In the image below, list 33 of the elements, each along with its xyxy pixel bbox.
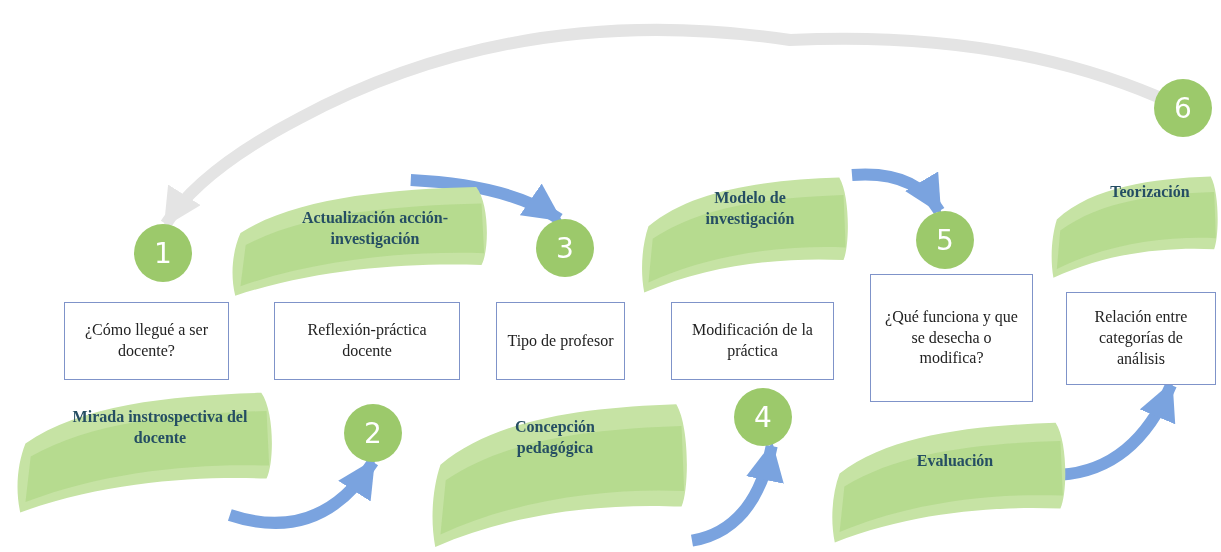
step-number-circle [1154, 79, 1212, 137]
step-number: 2 [364, 416, 382, 450]
banner-title: Teorización [1109, 182, 1191, 202]
box-text: Modificación de la práctica [691, 320, 814, 362]
box-text: Reflexión-práctica docente [306, 320, 428, 361]
step-number-circle [916, 211, 974, 269]
banner-title: Mirada instrospectiva del docente [71, 407, 249, 448]
box-text: ¿Cómo llegué a ser docente? [83, 320, 210, 361]
curved-arrow [160, 23, 1160, 228]
step-number-circle [536, 219, 594, 277]
step-number-circle [344, 404, 402, 462]
box-text: Tipo de profesor [507, 330, 614, 352]
box-text: ¿Qué funciona y que se desecha o modifica? [884, 306, 1019, 369]
text-box [1066, 292, 1216, 385]
box-text: Relación entre categorías de análisis [1093, 307, 1189, 369]
step-number: 3 [556, 231, 574, 265]
text-box [671, 302, 834, 380]
step-number: 4 [754, 400, 772, 434]
text-box [496, 302, 625, 380]
step-number-circle [734, 388, 792, 446]
banner-title: Modelo de investigación [704, 188, 796, 230]
step-number: 6 [1174, 91, 1192, 125]
text-box [274, 302, 460, 380]
text-box [64, 302, 229, 380]
curved-arrow [690, 442, 783, 547]
step-number-circle [134, 224, 192, 282]
text-box [870, 274, 1033, 402]
banner-title: Evaluación [915, 451, 995, 471]
banner-title: Concepción pedagógica [514, 417, 596, 459]
step-number: 5 [936, 223, 954, 257]
curved-arrow [851, 168, 945, 215]
banner-title: Actualización acción-investigación [300, 208, 450, 250]
step-number: 1 [154, 236, 172, 270]
